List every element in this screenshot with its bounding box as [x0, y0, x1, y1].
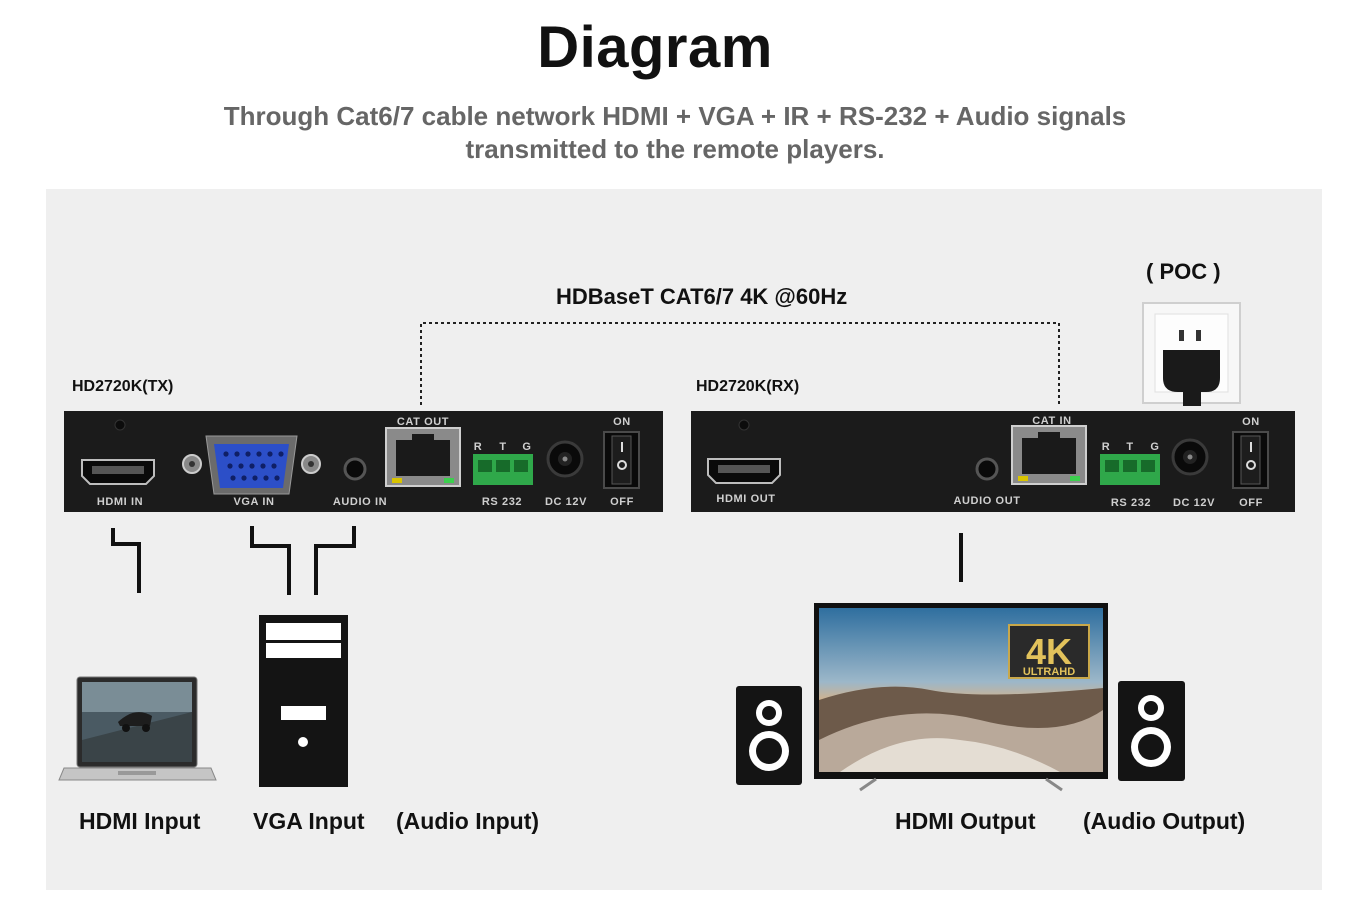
hdmi-output-label: HDMI Output [895, 808, 1036, 834]
hdmi-input-label: HDMI Input [79, 808, 201, 834]
tx-audio-port [343, 457, 367, 481]
cable-hdmi-in [111, 528, 141, 593]
cable-vga-in [250, 526, 291, 595]
tv-4k-badge: 4K ULTRAHD [1008, 624, 1090, 679]
rx-label-on: ON [1242, 416, 1260, 428]
tx-device-label: HD2720K(TX) [72, 378, 174, 395]
tv-badge-sub: ULTRAHD [1023, 666, 1075, 678]
tx-dc-jack [546, 440, 584, 478]
rx-device-label: HD2720K(RX) [696, 378, 800, 395]
subtitle-line-2: transmitted to the remote players. [465, 134, 885, 164]
ir-hole-icon [738, 419, 750, 431]
subtitle-line-1: Through Cat6/7 cable network HDMI + VGA … [223, 101, 1127, 131]
tx-label-rs232: RS 232 [482, 496, 522, 508]
page-title: Diagram [537, 15, 773, 80]
rx-label-t: T [1126, 441, 1133, 453]
tx-label-dc: DC 12V [545, 496, 587, 508]
rx-rs232-terminal [1100, 454, 1160, 485]
tx-label-hdmi: HDMI IN [97, 496, 143, 508]
rx-label-hdmi: HDMI OUT [716, 493, 775, 505]
tx-label-off: OFF [610, 496, 634, 508]
rx-rj45-port [1011, 425, 1087, 485]
diagram-panel [46, 189, 1322, 890]
poc-power-socket [1142, 302, 1241, 406]
vga-input-label: VGA Input [253, 808, 365, 834]
tx-label-audio: AUDIO IN [333, 496, 387, 508]
page-subtitle: Through Cat6/7 cable network HDMI + VGA … [0, 100, 1350, 166]
poc-label: ( POC ) [1146, 259, 1221, 284]
cable-audio-in [314, 526, 356, 595]
tv-display-icon: 4K ULTRAHD [814, 603, 1108, 792]
tx-hdmi-port [81, 459, 155, 485]
tx-label-on: ON [613, 416, 631, 428]
rx-audio-port [975, 457, 999, 481]
tx-label-t: T [499, 441, 506, 453]
tx-label-g: G [522, 441, 531, 453]
tx-vga-port [182, 435, 321, 495]
laptop-icon [58, 676, 217, 781]
rx-label-r: R [1102, 441, 1111, 453]
speaker-left-icon [736, 686, 802, 785]
pc-tower-icon [259, 615, 348, 787]
tx-device: HDMI IN VGA IN AUDIO IN CAT OUT R T G RS… [64, 411, 663, 512]
rx-label-rs232: RS 232 [1111, 497, 1151, 509]
audio-output-label: (Audio Output) [1083, 808, 1246, 834]
audio-input-label: (Audio Input) [396, 808, 540, 834]
tv-badge-main: 4K [1026, 631, 1072, 672]
rx-label-audio: AUDIO OUT [953, 495, 1020, 507]
signal-cables [111, 526, 963, 595]
rx-device: HDMI OUT AUDIO OUT CAT IN R T G RS 232 D… [691, 411, 1295, 512]
rx-label-g: G [1150, 441, 1159, 453]
speaker-right-icon [1118, 681, 1185, 781]
tx-rj45-port [385, 427, 461, 487]
tx-label-vga: VGA IN [233, 496, 274, 508]
ir-hole-icon [114, 419, 126, 431]
rx-label-off: OFF [1239, 497, 1263, 509]
hdbaset-link-label: HDBaseT CAT6/7 4K @60Hz [556, 284, 848, 309]
rx-label-dc: DC 12V [1173, 497, 1215, 509]
rx-power-switch [1232, 431, 1269, 489]
tx-power-switch [603, 431, 640, 489]
tx-label-r: R [474, 441, 483, 453]
rx-hdmi-port [707, 458, 781, 484]
tx-rs232-terminal [473, 454, 533, 485]
tx-label-cat: CAT OUT [397, 416, 449, 428]
rx-label-cat: CAT IN [1032, 415, 1071, 427]
rx-dc-jack [1171, 438, 1209, 476]
